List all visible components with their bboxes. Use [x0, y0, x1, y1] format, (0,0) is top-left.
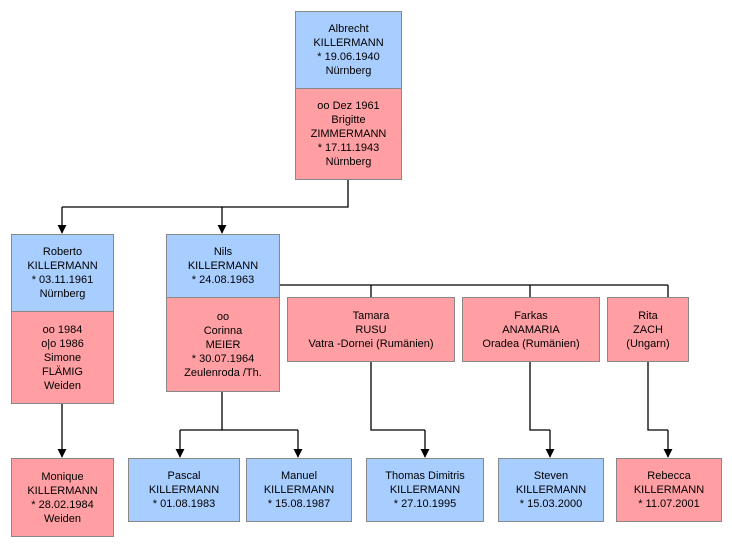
- marriage-info: oo 1984: [42, 323, 83, 336]
- name-last: MEIER: [205, 338, 241, 351]
- birth-place: Nürnberg: [39, 288, 86, 300]
- name-last: KILLERMANN: [263, 484, 335, 496]
- birth-date: * 30.07.1964: [191, 352, 255, 365]
- name-first: Thomas Dimitris: [385, 470, 465, 482]
- birth-place: Vatra -Dornei (Rumänien): [308, 337, 434, 350]
- person-nils: Nils KILLERMANN * 24.08.1963: [166, 234, 280, 298]
- birth-date: * 01.08.1983: [152, 498, 216, 510]
- partner-rita: Rita ZACH (Ungarn): [607, 297, 689, 362]
- divorce-info: o|o 1986: [41, 337, 84, 350]
- person-pascal: Pascal KILLERMANN * 01.08.1983: [128, 458, 240, 522]
- name-last: KILLERMANN: [148, 484, 220, 496]
- birth-place: Zeulenroda /Th.: [184, 366, 262, 379]
- birth-place: (Ungarn): [626, 337, 670, 350]
- name-first: Pascal: [167, 470, 201, 482]
- name-last: ZIMMERMANN: [310, 128, 387, 140]
- name-last: ZACH: [633, 323, 663, 336]
- name-last: FLÄMIG: [42, 365, 83, 378]
- birth-place: Oradea (Rumänien): [482, 337, 580, 350]
- name-last: ANAMARIA: [502, 323, 560, 336]
- name-first: Rita: [638, 309, 658, 322]
- birth-date: * 03.11.1961: [31, 274, 94, 286]
- person-thomas: Thomas Dimitris KILLERMANN * 27.10.1995: [366, 458, 484, 522]
- person-roberto: Roberto KILLERMANN * 03.11.1961 Nürnberg: [11, 234, 114, 312]
- name-first: Simone: [43, 351, 82, 364]
- line-nils-children: [180, 392, 223, 431]
- person-manuel: Manuel KILLERMANN * 15.08.1987: [246, 458, 352, 522]
- name-last: KILLERMANN: [27, 484, 98, 497]
- person-monique: Monique KILLERMANN * 28.02.1984 Weiden: [11, 458, 114, 537]
- name-last: KILLERMANN: [633, 484, 705, 496]
- name-first: Steven: [533, 470, 569, 482]
- name-last: RUSU: [355, 323, 387, 336]
- name-first: Roberto: [42, 246, 83, 258]
- name-last: KILLERMANN: [389, 484, 461, 496]
- name-last: KILLERMANN: [313, 37, 384, 49]
- name-first: Corinna: [203, 324, 243, 337]
- birth-date: * 19.06.1940: [317, 51, 380, 63]
- line-rita-child: [647, 362, 668, 431]
- birth-place: Weiden: [43, 379, 82, 392]
- person-rebecca: Rebecca KILLERMANN * 11.07.2001: [616, 458, 722, 522]
- birth-date: * 15.08.1987: [267, 498, 331, 510]
- person-albrecht: Albrecht KILLERMANN * 19.06.1940 Nürnber…: [295, 11, 402, 89]
- name-first: Manuel: [280, 470, 318, 482]
- name-first: Tamara: [352, 309, 390, 322]
- marriage-info: oo: [216, 310, 230, 323]
- name-first: Nils: [213, 246, 233, 258]
- birth-date: * 15.03.2000: [519, 498, 583, 510]
- name-first: Farkas: [514, 309, 548, 322]
- birth-date: * 17.11.1943: [317, 142, 380, 154]
- name-first: Albrecht: [328, 23, 369, 35]
- birth-date: * 28.02.1984: [31, 498, 94, 511]
- birth-place: Nürnberg: [325, 156, 372, 168]
- name-last: KILLERMANN: [187, 260, 259, 272]
- birth-place: Weiden: [43, 512, 82, 525]
- name-last: KILLERMANN: [27, 260, 98, 272]
- marriage-info: oo Dez 1961: [317, 100, 380, 112]
- name-first: Monique: [41, 470, 84, 483]
- birth-date: * 24.08.1963: [191, 274, 255, 286]
- birth-date: * 27.10.1995: [393, 498, 457, 510]
- partner-farkas: Farkas ANAMARIA Oradea (Rumänien): [462, 297, 600, 362]
- name-first: Brigitte: [331, 114, 366, 126]
- spouse-brigitte: oo Dez 1961 Brigitte ZIMMERMANN * 17.11.…: [295, 88, 402, 180]
- person-steven: Steven KILLERMANN * 15.03.2000: [498, 458, 604, 522]
- line-albrecht-children: [62, 180, 349, 208]
- name-last: KILLERMANN: [515, 484, 587, 496]
- name-first: Rebecca: [647, 470, 691, 482]
- line-tamara-child: [370, 362, 425, 431]
- partner-tamara: Tamara RUSU Vatra -Dornei (Rumänien): [287, 297, 455, 362]
- spouse-corinna: oo Corinna MEIER * 30.07.1964 Zeulenroda…: [166, 297, 280, 392]
- line-farkas-child: [529, 362, 550, 431]
- spouse-simone: oo 1984 o|o 1986 Simone FLÄMIG Weiden: [11, 311, 114, 404]
- birth-date: * 11.07.2001: [638, 498, 700, 510]
- birth-place: Nürnberg: [325, 65, 372, 77]
